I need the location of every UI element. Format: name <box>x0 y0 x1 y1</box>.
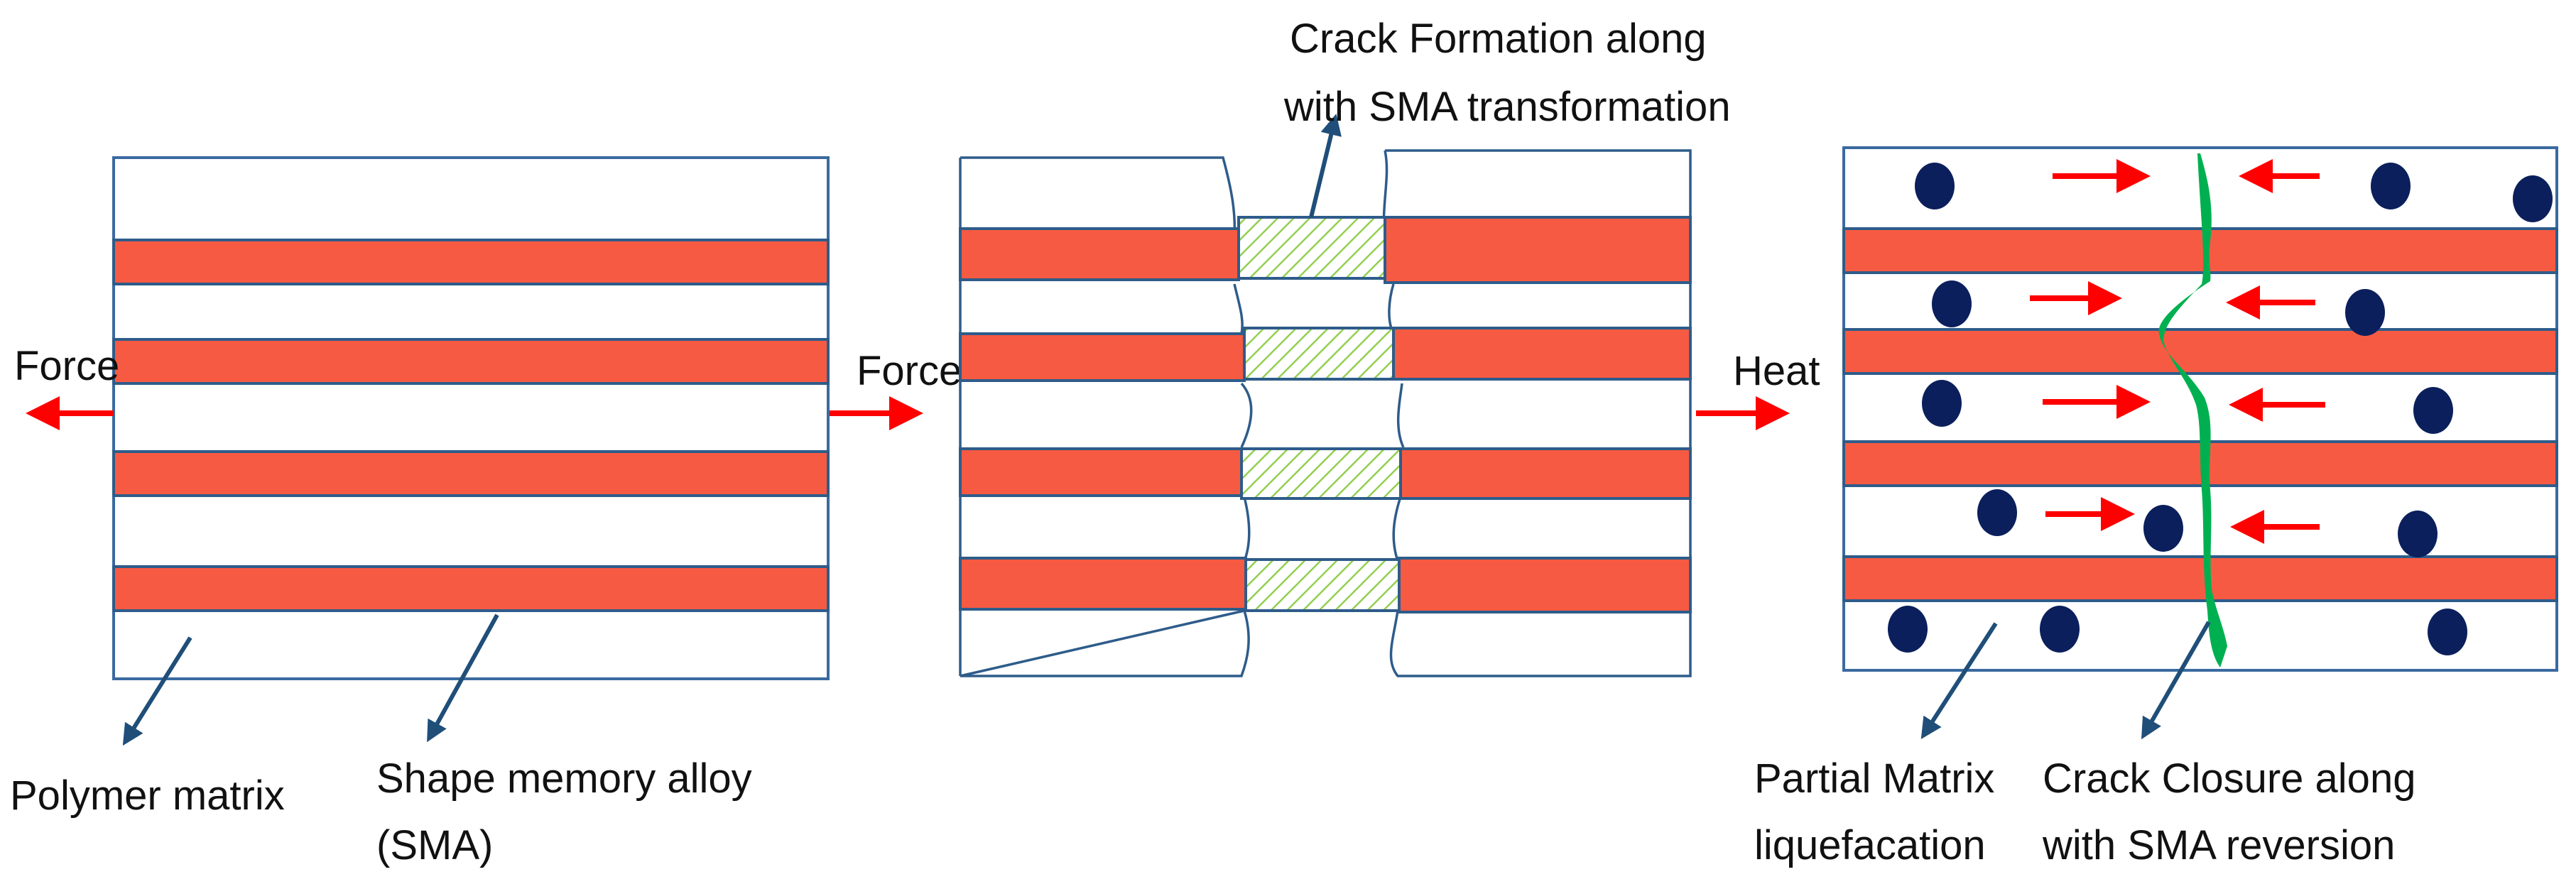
sma-strip <box>112 239 830 285</box>
closure-label-line1: Crack Closure along <box>2043 756 2415 802</box>
sma-strip-right <box>1399 447 1692 500</box>
sma-strip-left <box>959 227 1240 281</box>
transformed-sma-bridge <box>1237 216 1386 280</box>
particle <box>2398 511 2438 557</box>
sma-strip-left <box>959 557 1247 611</box>
panel-crack-closure: Partial Matrix liquefacation Crack Closu… <box>1754 146 2558 868</box>
sma-strip-right <box>1392 327 1692 381</box>
sma-strip <box>112 450 830 497</box>
closure-label-line2: with SMA reversion <box>2042 822 2395 868</box>
particle <box>2040 606 2080 653</box>
sma-strip <box>112 338 830 385</box>
sma-label-line2: (SMA) <box>376 822 493 868</box>
panel-crack-formation: Crack Formation along with SMA transform… <box>959 16 1731 677</box>
pointer-polymer-matrix <box>122 636 192 746</box>
sma-strip-right <box>1384 216 1692 284</box>
sma-strip <box>112 565 830 612</box>
liquefaction-label-line1: Partial Matrix <box>1754 756 1994 802</box>
pointer-sma <box>427 613 499 743</box>
pointer-crack-formation <box>1309 114 1342 218</box>
crack-formation-label-line1: Crack Formation along <box>1290 16 1707 62</box>
transformed-sma-bridge <box>1243 327 1395 381</box>
pointer-crack-closure <box>2141 621 2211 740</box>
sma-strip-left <box>959 447 1243 497</box>
particle <box>2143 505 2183 552</box>
particle <box>2513 175 2553 222</box>
polymer-matrix-label: Polymer matrix <box>10 773 285 819</box>
sma-strip-left <box>959 332 1246 382</box>
sma-strip <box>1842 555 2558 602</box>
transition-arrow-heat: Heat <box>1696 348 1820 430</box>
particle <box>2345 289 2385 336</box>
transition-arrow-force: Force <box>830 348 962 430</box>
panel-intact-composite: Force Polymer matrix Shape memory alloy … <box>10 156 830 868</box>
particle <box>2413 387 2453 434</box>
transformed-sma-bridge <box>1240 447 1402 500</box>
matrix-left-fragment <box>960 156 1253 677</box>
liquefaction-label-line2: liquefacation <box>1754 822 1986 868</box>
healing-agent-crack-fill <box>2158 153 2227 667</box>
particle <box>2371 163 2411 209</box>
force-label-left: Force <box>14 343 119 389</box>
sma-strip <box>1842 328 2558 375</box>
particles <box>1888 163 2553 655</box>
particle <box>1922 380 1962 427</box>
sma-strip <box>1842 227 2558 274</box>
sma-label-line1: Shape memory alloy <box>376 756 752 802</box>
particle <box>1932 280 1972 327</box>
crack-formation-label-line2: with SMA transformation <box>1283 84 1731 130</box>
particle <box>1888 606 1928 653</box>
force-label-middle: Force <box>857 348 962 394</box>
heat-label: Heat <box>1733 348 1820 394</box>
particle <box>1977 489 2017 536</box>
particle <box>1915 163 1955 209</box>
transformed-sma-bridge <box>1244 558 1401 612</box>
matrix-right-fragment <box>1382 149 1692 677</box>
pointer-partial-liquefaction <box>1920 622 1998 740</box>
sma-strip-right <box>1398 557 1692 613</box>
particle <box>2428 609 2467 655</box>
